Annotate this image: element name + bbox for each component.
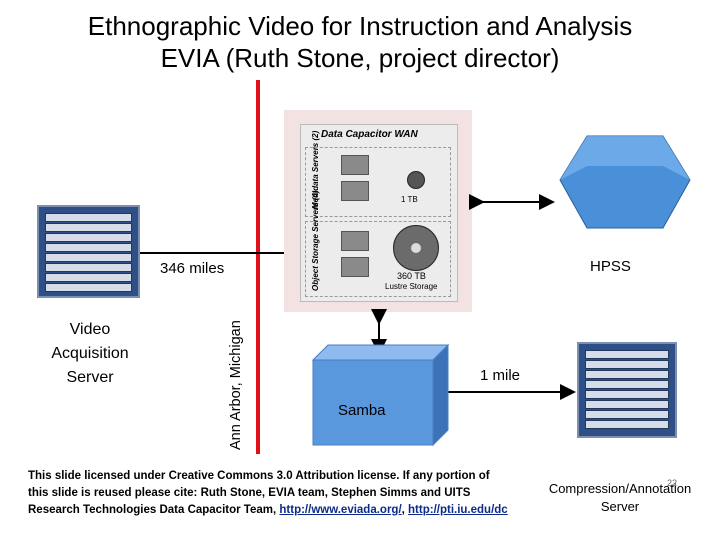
compression-annotation-server-rack-icon [577, 342, 677, 438]
object-storage-server-2-icon [341, 257, 369, 277]
pti-dc-link[interactable]: http://pti.iu.edu/dc [408, 504, 508, 516]
lustre-disk-icon [393, 225, 439, 271]
compression-annotation-server-label: Compression/Annotation Server [520, 480, 720, 516]
video-label-line-1: Video [69, 321, 111, 338]
one-mile-label: 1 mile [480, 367, 521, 384]
metadata-server-1-icon [341, 155, 369, 175]
samba-box-side [432, 343, 449, 447]
link-separator: , [401, 504, 409, 516]
title-line-1: Ethnographic Video for Instruction and A… [87, 11, 633, 41]
data-capacitor-wan-diagram: Data Capacitor WAN Metadata Servers (2) … [300, 124, 458, 302]
samba-label: Samba [338, 402, 386, 419]
lustre-capacity-label: 360 TB [397, 271, 426, 281]
object-storage-server-1-icon [341, 231, 369, 251]
data-capacitor-title: Data Capacitor WAN [321, 129, 418, 140]
metadata-servers-group [305, 147, 451, 217]
miles-346-label: 346 miles [160, 260, 225, 277]
metadata-disk-icon [407, 171, 425, 189]
slide-number: 22 [667, 478, 678, 488]
license-footer: This slide licensed under Creative Commo… [28, 468, 508, 519]
metadata-capacity-label: 1 TB [401, 195, 418, 204]
samba-box-front [312, 359, 434, 446]
hpss-label: HPSS [590, 258, 631, 275]
compression-label-line-1: Compression/Annotation [548, 481, 692, 496]
connector-line-346-miles [140, 252, 286, 254]
license-text: This slide licensed under Creative Commo… [28, 470, 490, 516]
compression-label-line-2: Server [600, 499, 640, 514]
video-acquisition-server-rack-icon [37, 205, 140, 298]
lustre-storage-label: Lustre Storage [385, 282, 438, 291]
metadata-server-2-icon [341, 181, 369, 201]
samba-box-top [311, 344, 450, 361]
video-acquisition-server-label: Video Acquisition Server [30, 318, 150, 390]
title-line-2: EVIA (Ruth Stone, project director) [160, 43, 560, 73]
location-divider-line [256, 80, 260, 454]
object-storage-group [305, 221, 451, 297]
page-title: Ethnographic Video for Instruction and A… [0, 10, 720, 74]
eviada-link[interactable]: http://www.eviada.org/ [279, 504, 402, 516]
video-label-line-2: Acquisition [51, 345, 129, 362]
video-label-line-3: Server [66, 369, 114, 386]
